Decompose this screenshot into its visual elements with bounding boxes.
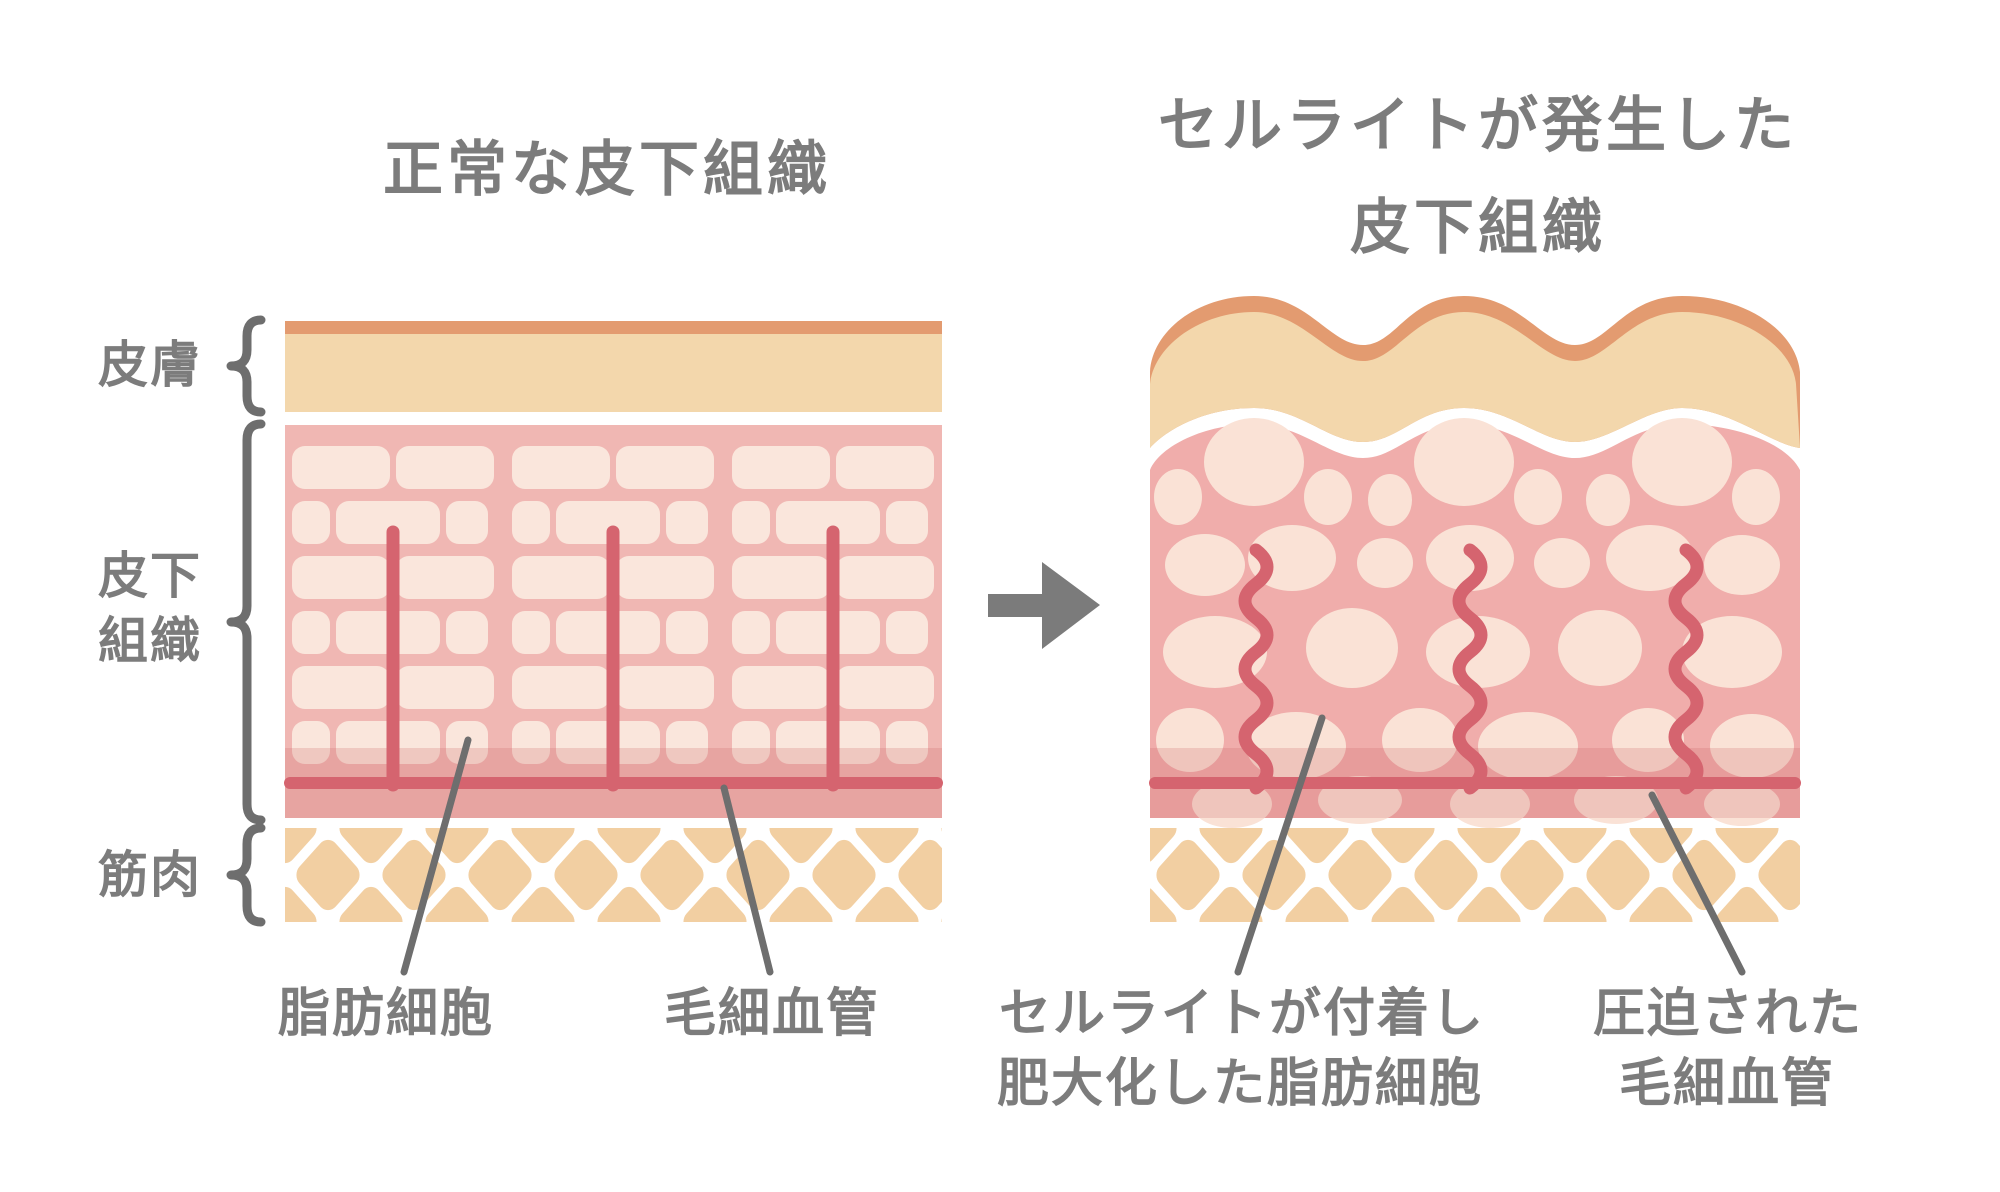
right-diagram-title-line2: 皮下組織 xyxy=(1350,193,1606,263)
annotation-cellulite-line2: 肥大化した脂肪細胞 xyxy=(996,1054,1484,1114)
right-diagram-title-line1: セルライトが発生した xyxy=(1158,91,1798,161)
pointer-line-capillary xyxy=(720,784,774,976)
left-dermis-layer xyxy=(285,334,942,412)
brace-muscle xyxy=(226,823,266,927)
pointer-line-fat-cell xyxy=(400,736,472,976)
pointer-line-compressed xyxy=(1648,791,1746,976)
left-skin-diagram xyxy=(284,321,943,922)
left-epidermis-layer xyxy=(285,321,942,335)
compressed-capillaries xyxy=(1238,543,1704,795)
left-diagram-title: 正常な皮下組織 xyxy=(383,135,831,205)
right-skin-diagram xyxy=(1149,296,1801,922)
right-dermis-layer xyxy=(1150,312,1800,448)
layer-label-muscle: 筋肉 xyxy=(98,846,202,904)
brace-subcutaneous xyxy=(226,419,266,825)
right-muscle-layer xyxy=(1150,828,1800,922)
annotation-compressed-line1: 圧迫された xyxy=(1592,984,1864,1044)
annotation-capillary: 毛細血管 xyxy=(663,984,881,1044)
annotation-cellulite-line1: セルライトが付着し xyxy=(998,984,1486,1044)
annotation-compressed-line2: 毛細血管 xyxy=(1618,1054,1836,1114)
brace-skin xyxy=(226,315,266,417)
layer-label-skin: 皮膚 xyxy=(98,336,202,394)
layer-label-subcutaneous-line1: 皮下 xyxy=(98,547,202,605)
layer-label-subcutaneous-line2: 組織 xyxy=(98,612,202,670)
left-muscle-layer xyxy=(285,828,942,922)
arrow-right-icon xyxy=(988,562,1100,649)
capillaries xyxy=(386,525,840,792)
pointer-line-cellulite xyxy=(1234,714,1326,976)
annotation-fat-cell: 脂肪細胞 xyxy=(277,984,495,1044)
